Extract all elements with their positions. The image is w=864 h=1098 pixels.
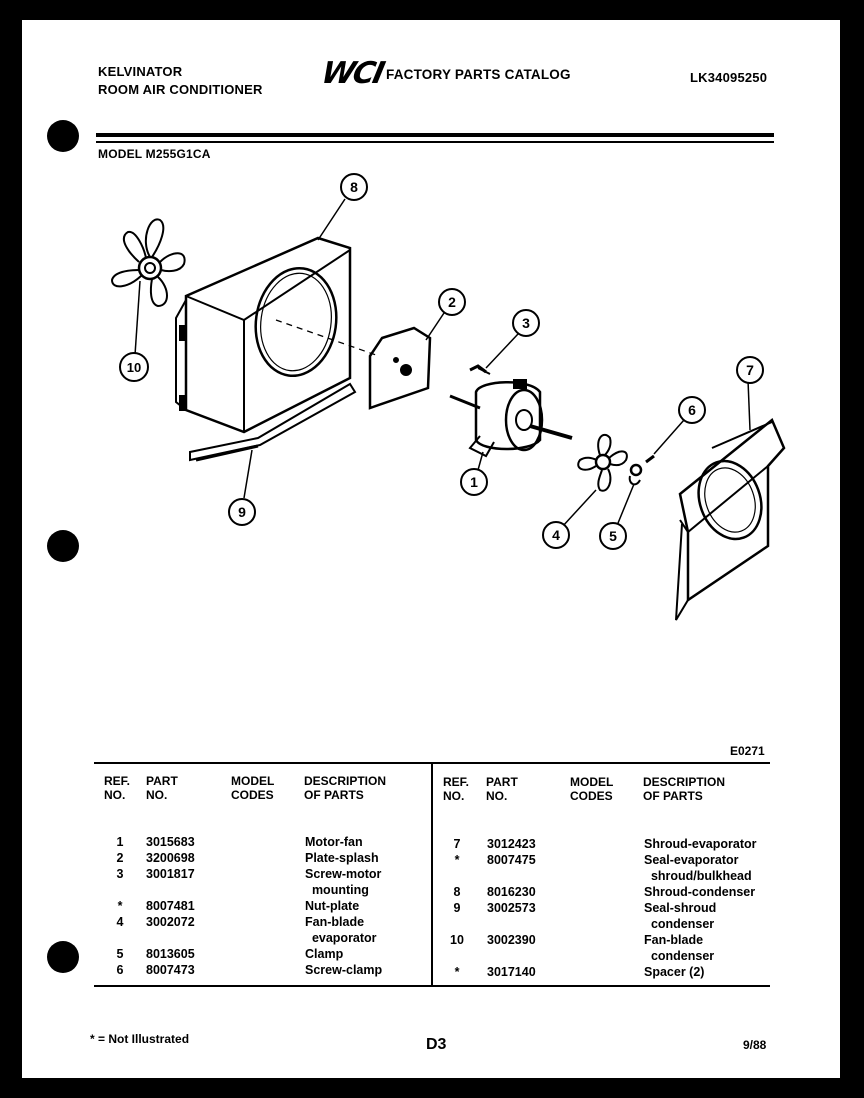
callout-3: 3 xyxy=(522,315,530,331)
table-row-ref: * xyxy=(454,965,460,979)
punch-hole-bottom xyxy=(47,941,79,973)
header-part-no-left: PART NO. xyxy=(146,774,178,802)
table-row-desc: Motor-fan xyxy=(305,835,363,849)
brand-name: KELVINATOR xyxy=(98,64,183,79)
table-row-part: 8007475 xyxy=(487,853,536,867)
table-row-ref: 3 xyxy=(116,867,124,881)
table-row-ref: 6 xyxy=(116,963,124,977)
callout-1: 1 xyxy=(470,474,478,490)
page-number: D3 xyxy=(426,1036,447,1053)
header-ref-no-left: REF. NO. xyxy=(104,774,131,802)
table-row-ref: 1 xyxy=(116,835,124,849)
punch-hole-top xyxy=(47,120,79,152)
table-row-desc: Clamp xyxy=(305,947,344,961)
table-row-ref: 4 xyxy=(116,915,124,929)
table-row-ref: 9 xyxy=(453,901,461,915)
table-row-desc: Shroud-evaporator xyxy=(644,837,757,851)
motor-mounting-screw xyxy=(469,364,491,375)
table-row-part: 8013605 xyxy=(146,947,195,961)
table-row-part: 8016230 xyxy=(487,885,536,899)
figure-code: E0271 xyxy=(730,744,765,758)
header-rule-thick xyxy=(96,133,774,137)
callout-2: 2 xyxy=(448,294,456,310)
splash-plate xyxy=(368,326,432,410)
table-row-desc: Fan-blade condenser xyxy=(644,933,715,963)
table-row-part: 3015683 xyxy=(146,835,195,849)
header-model-codes-right: MODEL CODES xyxy=(570,775,614,803)
callout-8: 8 xyxy=(350,179,358,195)
header-description-right: DESCRIPTION OF PARTS xyxy=(643,775,726,803)
table-row-desc: Nut-plate xyxy=(305,899,360,913)
footnote-not-illustrated: * = Not Illustrated xyxy=(90,1032,190,1046)
table-row-ref: 5 xyxy=(116,947,124,961)
table-bottom-rule xyxy=(94,985,770,987)
table-row-desc: Plate-splash xyxy=(305,851,379,865)
table-row-part: 3200698 xyxy=(146,851,195,865)
table-row-desc: Spacer (2) xyxy=(644,965,705,979)
table-row-part: 3012423 xyxy=(487,837,536,851)
product-name: ROOM AIR CONDITIONER xyxy=(98,82,263,97)
header-description-left: DESCRIPTION OF PARTS xyxy=(304,774,387,802)
table-row-part: 3001817 xyxy=(146,867,195,881)
table-row-desc: Screw-motor mounting xyxy=(305,867,382,897)
exploded-parts-diagram: 1 2 3 4 5 6 7 8 9 10 xyxy=(110,173,786,621)
callout-6: 6 xyxy=(688,402,696,418)
callout-10: 10 xyxy=(127,360,141,375)
table-column-divider xyxy=(431,763,433,985)
callout-4: 4 xyxy=(552,527,560,543)
table-row-part: 8007473 xyxy=(146,963,195,977)
table-row-part: 8007481 xyxy=(146,899,195,913)
callout-7: 7 xyxy=(746,362,754,378)
table-row-ref: * xyxy=(454,853,460,867)
seal-shroud-condenser xyxy=(189,382,357,462)
table-row-desc: Shroud-condenser xyxy=(644,885,756,899)
table-row-part: 3002390 xyxy=(487,933,536,947)
evaporator-fan-blade xyxy=(577,433,628,492)
clamp xyxy=(628,463,643,486)
revision-date: 9/88 xyxy=(743,1038,767,1052)
table-row-part: 3002573 xyxy=(487,901,536,915)
header-rule-thin xyxy=(96,141,774,143)
header-part-no-right: PART NO. xyxy=(486,775,518,803)
table-row-desc: Seal-shroud condenser xyxy=(644,901,717,931)
table-row-desc: Screw-clamp xyxy=(305,963,383,977)
fan-motor xyxy=(449,379,573,458)
condenser-shroud xyxy=(175,236,352,434)
screw-clamp xyxy=(645,454,655,464)
table-row-part: 3002072 xyxy=(146,915,195,929)
table-row-part: 3017140 xyxy=(487,965,536,979)
header-ref-no-right: REF. NO. xyxy=(443,775,470,803)
table-row-ref: 2 xyxy=(116,851,124,865)
callout-5: 5 xyxy=(609,528,617,544)
table-row-desc: Fan-blade evaporator xyxy=(305,915,377,945)
catalog-title: FACTORY PARTS CATALOG xyxy=(386,67,571,82)
table-row-ref: 7 xyxy=(453,837,461,851)
evaporator-shroud xyxy=(675,417,786,621)
callout-labels: 1 2 3 4 5 6 7 8 9 10 xyxy=(119,173,764,550)
table-row-ref: 8 xyxy=(453,885,461,899)
table-row-desc: Seal-evaporator shroud/bulkhead xyxy=(644,853,752,883)
catalog-number: LK34095250 xyxy=(690,70,768,85)
header-model-codes-left: MODEL CODES xyxy=(231,774,275,802)
punch-hole-middle xyxy=(47,530,79,562)
condenser-fan-blade xyxy=(110,218,186,308)
callout-9: 9 xyxy=(238,504,246,520)
model-number: MODEL M255G1CA xyxy=(98,147,211,161)
table-row-ref: * xyxy=(117,899,123,913)
table-row-ref: 10 xyxy=(450,933,464,947)
